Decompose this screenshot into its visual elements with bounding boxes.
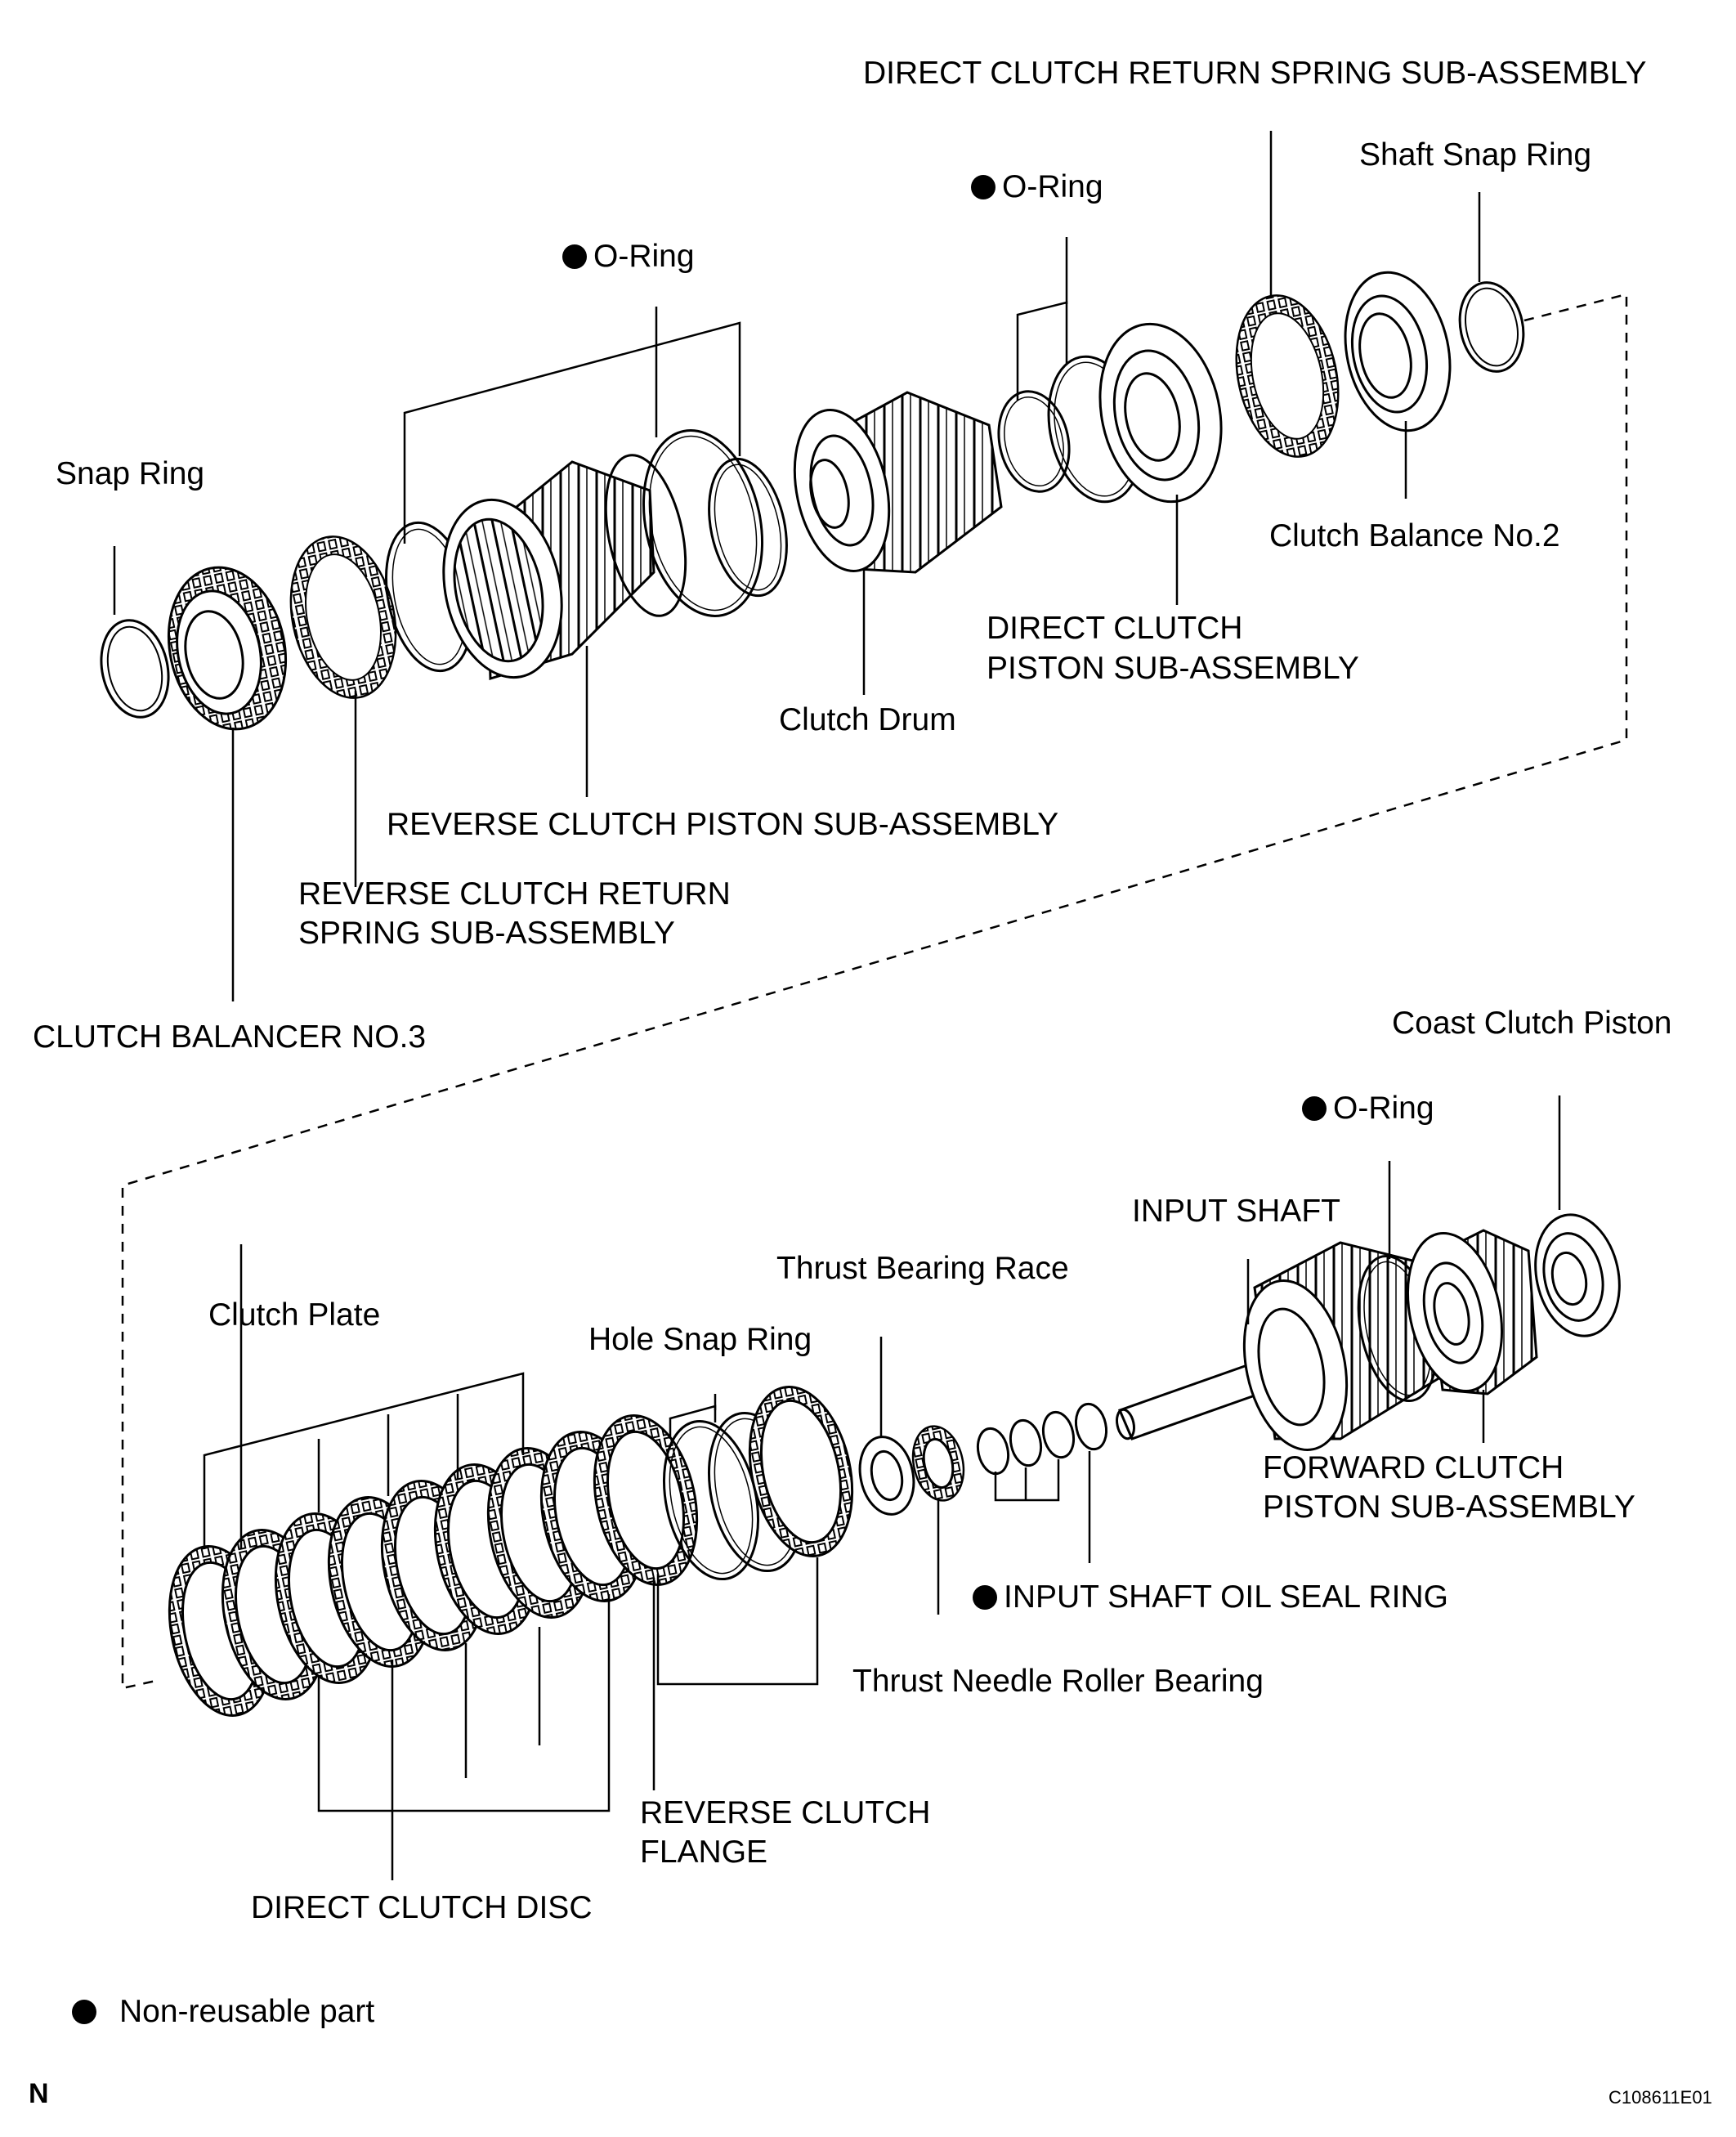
non-reusable-dot-icon [973, 1585, 997, 1610]
o-ring-top-right-label: O-Ring [971, 168, 1103, 207]
reverse-clutch-return-label-2: SPRING SUB-ASSEMBLY [298, 916, 675, 951]
forward-clutch-piston-label-2: PISTON SUB-ASSEMBLY [1263, 1490, 1635, 1525]
direct-clutch-disc-label: DIRECT CLUTCH DISC [251, 1890, 593, 1925]
non-reusable-dot-icon [971, 175, 996, 199]
reverse-clutch-piston-label: REVERSE CLUTCH PISTON SUB-ASSEMBLY [387, 807, 1059, 842]
reverse-clutch-flange-part [748, 1386, 854, 1557]
direct-return-spring-part [1235, 294, 1340, 458]
snap-ring-label: Snap Ring [56, 456, 205, 491]
thrust-bearing-race-label: Thrust Bearing Race [776, 1251, 1069, 1286]
leader-lines [113, 131, 1561, 1880]
legend: Non-reusable part [72, 1992, 374, 2032]
direct-clutch-piston-part [1098, 322, 1223, 504]
direct-clutch-piston-label-1: DIRECT CLUTCH [987, 611, 1243, 646]
corner-mark: N [29, 2078, 49, 2109]
non-reusable-dot-icon [562, 244, 587, 269]
figure-code: C108611E01 [1608, 2087, 1712, 2108]
clutch-balancer-no3-label: CLUTCH BALANCER NO.3 [33, 1019, 427, 1055]
non-reusable-dot-icon [1302, 1096, 1327, 1121]
thrust-needle-roller-bearing-label: Thrust Needle Roller Bearing [852, 1664, 1264, 1699]
clutch-balancer-no3-part [167, 566, 288, 731]
shaft-snap-ring-label: Shaft Snap Ring [1359, 137, 1592, 172]
clutch-pack-part [168, 1414, 699, 1717]
hole-snap-ring-label: Hole Snap Ring [588, 1322, 812, 1357]
direct-clutch-return-spring-label: DIRECT CLUTCH RETURN SPRING SUB-ASSEMBLY [863, 56, 1647, 91]
coast-clutch-piston-label: Coast Clutch Piston [1392, 1006, 1672, 1041]
input-shaft-part [1116, 1241, 1448, 1451]
snap-ring-part [100, 619, 170, 719]
clutch-drum-part [793, 391, 1003, 574]
oil-seal-ring-part [976, 1402, 1108, 1476]
dashed-connector [121, 293, 1628, 1690]
reverse-clutch-return-label-1: REVERSE CLUTCH RETURN [298, 876, 731, 912]
reverse-return-spring-part [289, 535, 397, 699]
input-shaft-oil-seal-ring-text: INPUT SHAFT OIL SEAL RING [1004, 1579, 1448, 1615]
thrust-needle-bearing-part [911, 1425, 965, 1502]
reverse-clutch-flange-label-1: REVERSE CLUTCH [640, 1795, 931, 1830]
clutch-balance-no2-part [1344, 271, 1452, 432]
reverse-clutch-flange-label-2: FLANGE [640, 1835, 768, 1870]
thrust-bearing-race-part [858, 1436, 915, 1516]
clutch-plate-label: Clutch Plate [208, 1297, 381, 1333]
legend-text: Non-reusable part [119, 1994, 375, 2029]
forward-clutch-piston-part [1406, 1229, 1538, 1396]
o-ring-top-left-label: O-Ring [562, 237, 695, 276]
o-ring-top-right-text: O-Ring [1002, 169, 1103, 204]
o-ring-bottom-text: O-Ring [1333, 1091, 1434, 1126]
direct-clutch-piston-label-2: PISTON SUB-ASSEMBLY [987, 651, 1359, 686]
o-ring-part [642, 429, 788, 617]
o-ring-top-left-text: O-Ring [593, 239, 695, 274]
o-ring-bottom-label: O-Ring [1302, 1089, 1434, 1128]
forward-clutch-piston-label-1: FORWARD CLUTCH [1263, 1450, 1564, 1485]
reverse-clutch-piston-part [442, 454, 687, 680]
input-shaft-oil-seal-ring-label: INPUT SHAFT OIL SEAL RING [973, 1578, 1448, 1617]
clutch-balance-no2-label: Clutch Balance No.2 [1269, 518, 1560, 553]
non-reusable-dot-icon [72, 2000, 96, 2024]
clutch-drum-label: Clutch Drum [779, 702, 956, 737]
input-shaft-label: INPUT SHAFT [1132, 1194, 1340, 1229]
shaft-snap-ring-part [1458, 281, 1525, 373]
coast-clutch-piston-part [1534, 1213, 1621, 1337]
